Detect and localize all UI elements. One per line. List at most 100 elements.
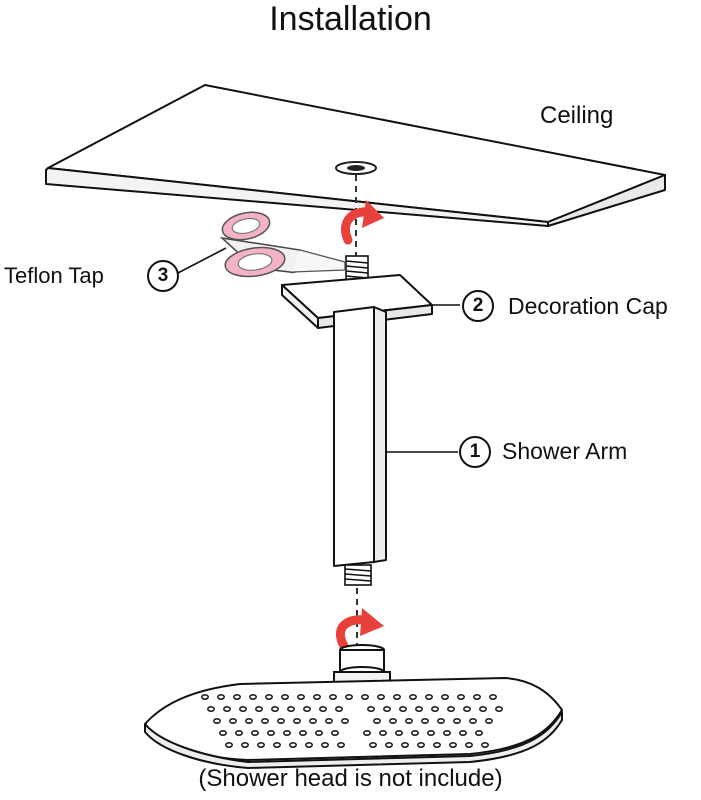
nozzle-hole [404,717,413,724]
nozzle-hole [318,705,327,712]
teflon-tape-label: Teflon Tap [4,263,104,288]
nozzle-hole [408,693,417,700]
nozzle-hole [233,693,242,700]
nozzle-hole [362,729,371,736]
nozzle-hole [420,717,429,724]
nozzle-hole [270,705,279,712]
nozzle-hole [472,693,481,700]
nozzle-hole [213,717,222,724]
nozzle-hole [474,729,483,736]
nozzle-hole [448,741,457,748]
nozzle-hole [280,693,289,700]
nozzle-hole [360,693,369,700]
nozzle-hole [286,705,295,712]
nozzle-hole [251,729,260,736]
nozzle-hole [239,705,248,712]
nozzle-hole [256,741,265,748]
shower-head-plate [144,677,563,769]
nozzle-hole [464,741,473,748]
nozzle-hole [249,693,258,700]
nozzle-hole [494,705,503,712]
nozzle-hole [440,693,449,700]
nozzle-hole [410,729,419,736]
nozzle-hole [314,729,323,736]
nozzle-hole [398,705,407,712]
nozzle-hole [241,741,250,748]
ceiling-hole [335,161,377,175]
shower-arm-tube [333,306,387,567]
nozzle-hole [308,717,317,724]
nozzle-hole [223,705,232,712]
shower-head-nozzles [201,693,503,748]
leader-lines [175,247,460,453]
callout-number-3: 3 [147,260,179,292]
nozzle-hole [376,693,385,700]
nozzle-hole [201,693,210,700]
nozzle-hole [328,693,337,700]
nozzle-hole [372,717,381,724]
nozzle-hole [424,693,433,700]
nozzle-hole [344,693,353,700]
nozzle-hole [388,717,397,724]
nozzle-hole [302,705,311,712]
nozzle-hole [366,705,375,712]
nozzle-hole [456,693,465,700]
nozzle-hole [394,729,403,736]
nozzle-hole [304,741,313,748]
shower-head-connector [333,644,391,683]
nozzle-hole [436,717,445,724]
nozzle-hole [426,729,435,736]
nozzle-hole [330,729,339,736]
nozzle-hole [392,693,401,700]
nozzle-hole [288,741,297,748]
nozzle-hole [264,693,273,700]
nozzle-hole [446,705,455,712]
nozzle-hole [400,741,409,748]
nozzle-hole [484,717,493,724]
nozzle-hole [235,729,244,736]
nozzle-hole [368,741,377,748]
nozzle-hole [298,729,307,736]
nozzle-hole [468,717,477,724]
arm-bottom-thread [344,564,372,586]
nozzle-hole [219,729,228,736]
nozzle-hole [384,741,393,748]
nozzle-hole [320,741,329,748]
nozzle-hole [478,705,487,712]
nozzle-hole [260,717,269,724]
nozzle-hole [488,693,497,700]
nozzle-hole [432,741,441,748]
shower-arm-label: Shower Arm [502,438,628,464]
nozzle-hole [292,717,301,724]
nozzle-hole [462,705,471,712]
decoration-cap-label: Decoration Cap [508,293,668,319]
callout-number-2: 2 [462,290,494,322]
nozzle-hole [245,717,254,724]
nozzle-hole [207,705,216,712]
nozzle-hole [225,741,234,748]
ceiling-label: Ceiling [540,102,614,129]
page-title: Installation [269,0,432,38]
shower-head-note: (Shower head is not include) [198,765,503,792]
nozzle-hole [334,705,343,712]
nozzle-hole [282,729,291,736]
callout-number-1: 1 [459,436,491,468]
nozzle-hole [272,741,281,748]
rotate-arrow-bottom-icon [335,608,384,651]
nozzle-hole [255,705,264,712]
nozzle-hole [324,717,333,724]
nozzle-hole [229,717,238,724]
nozzle-hole [414,705,423,712]
nozzle-hole [276,717,285,724]
teflon-tape-roll [219,211,346,278]
nozzle-hole [378,729,387,736]
nozzle-hole [217,693,226,700]
nozzle-hole [296,693,305,700]
nozzle-hole [416,741,425,748]
nozzle-hole [452,717,461,724]
nozzle-hole [312,693,321,700]
nozzle-hole [340,717,349,724]
nozzle-hole [382,705,391,712]
ceiling-slab [45,84,666,227]
